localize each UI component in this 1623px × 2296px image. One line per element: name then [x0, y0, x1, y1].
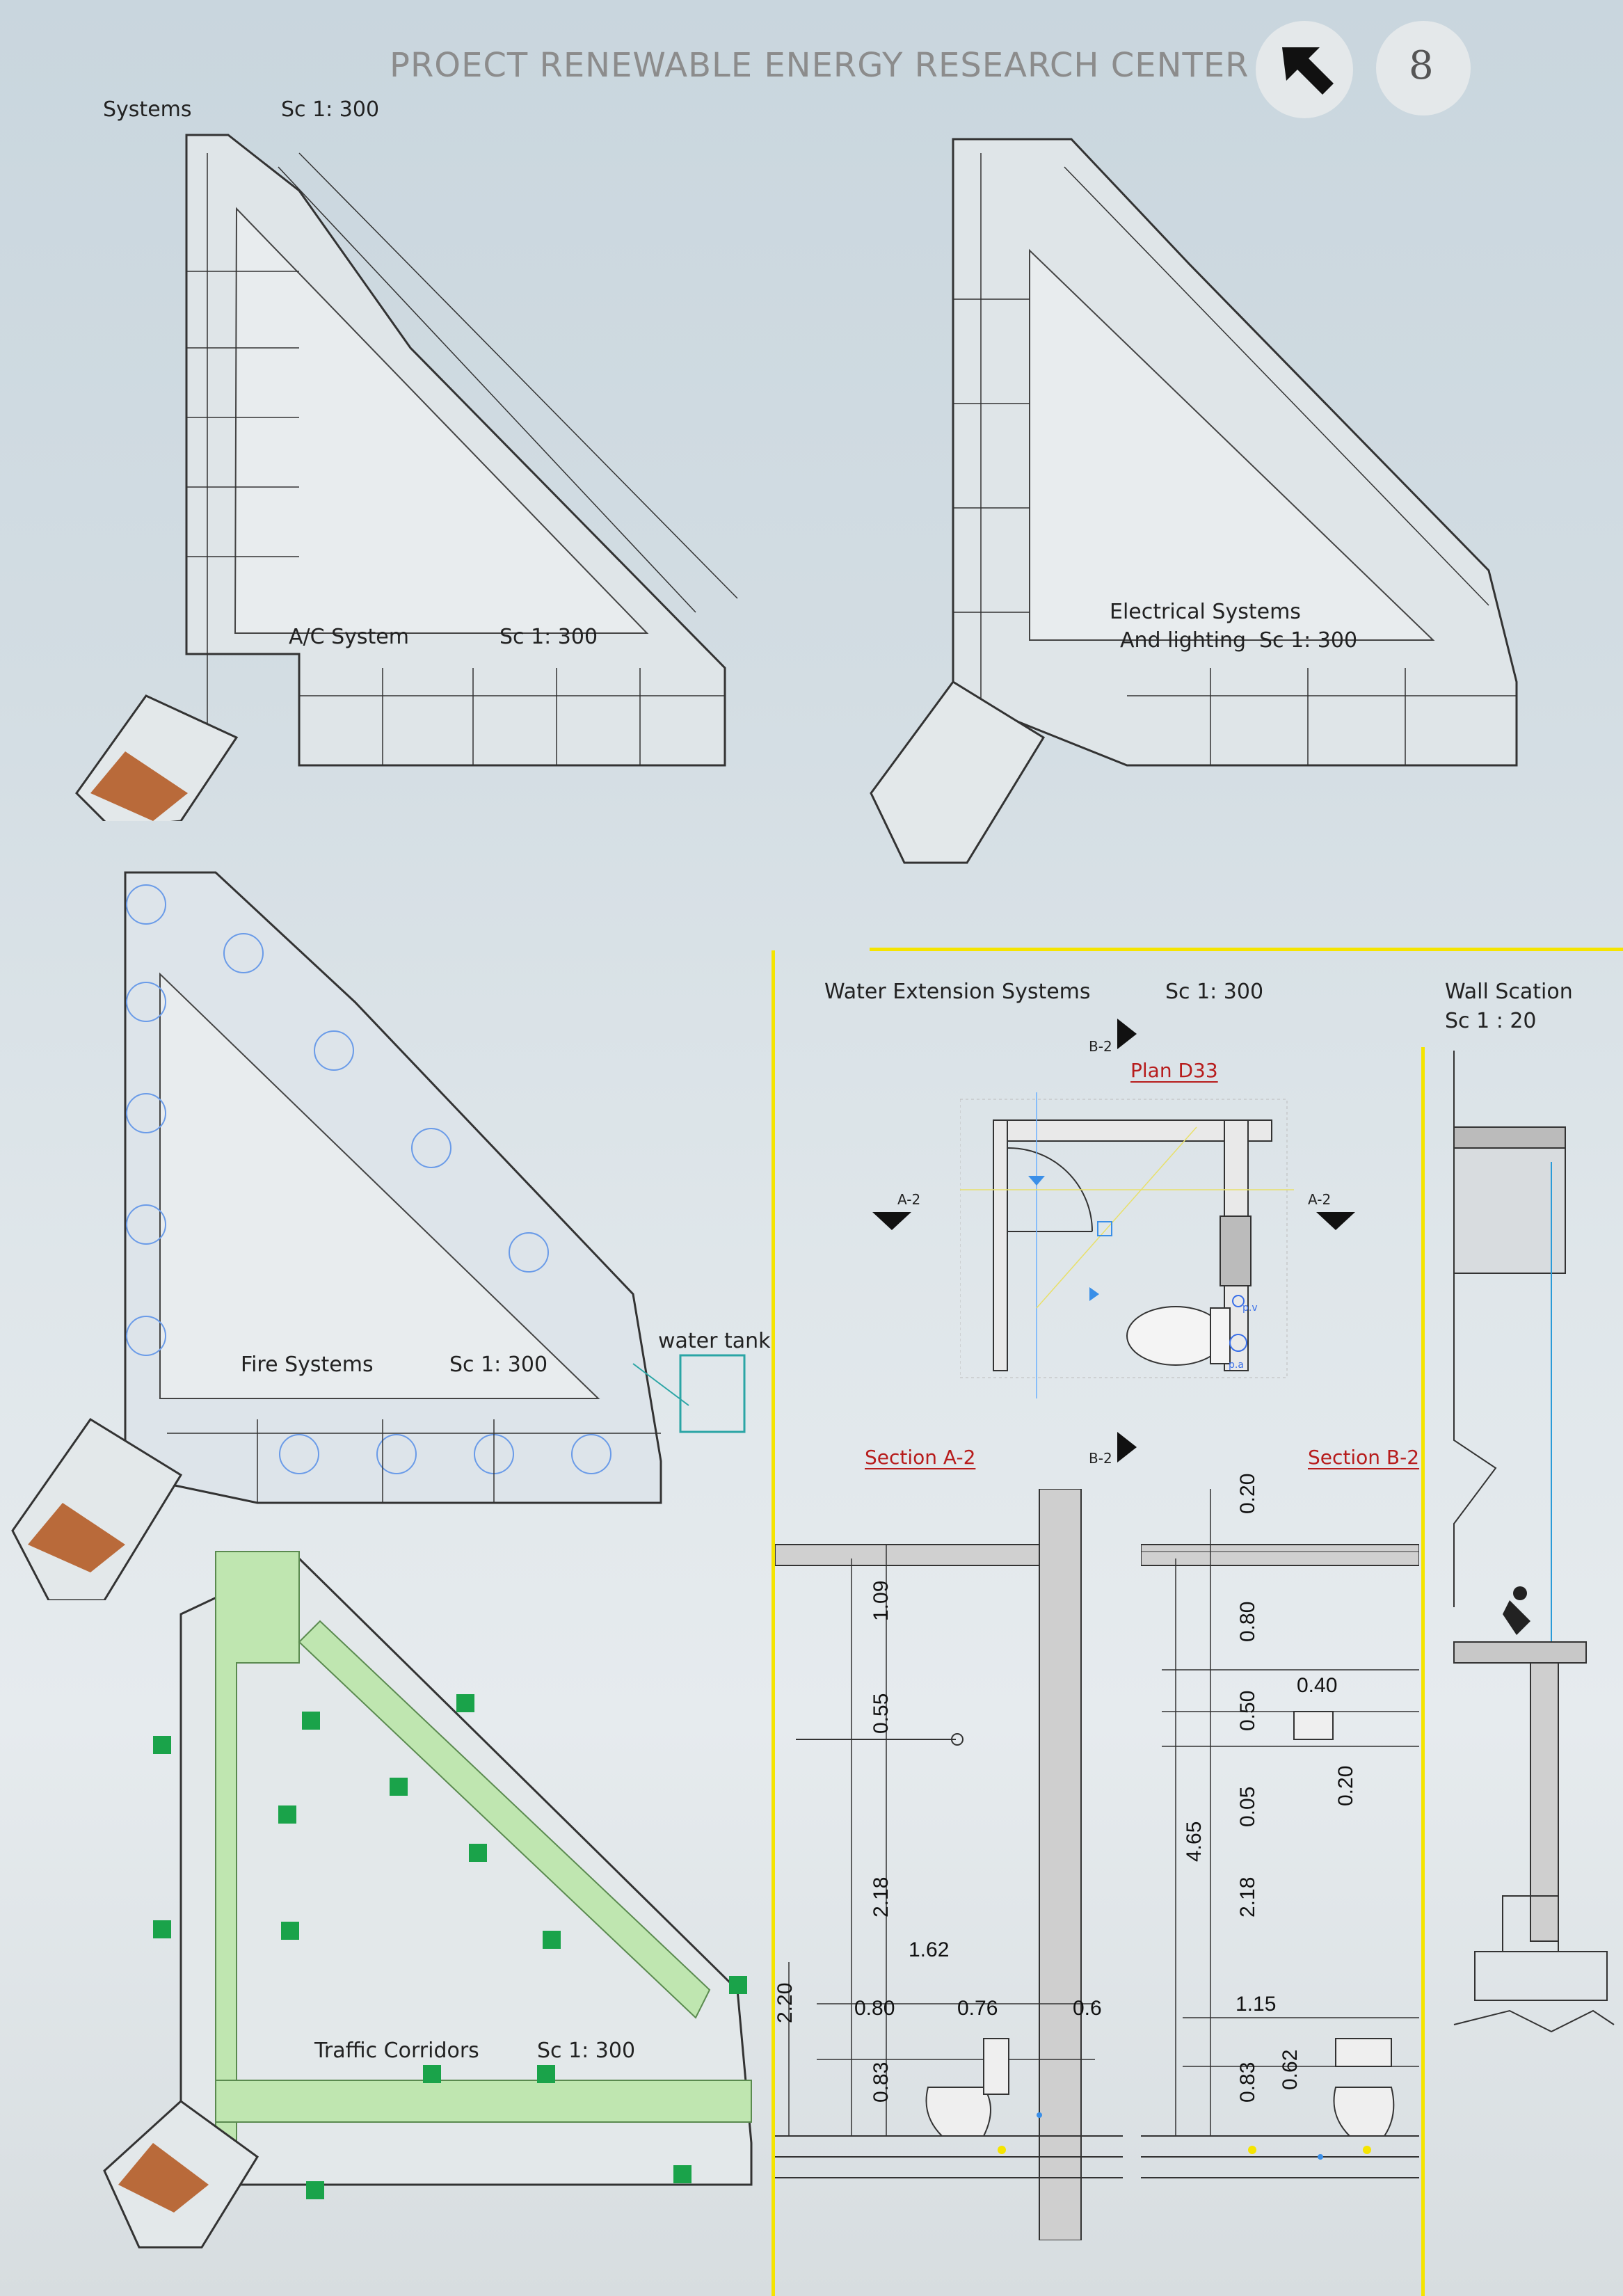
- water-tank-label: water tank: [658, 1329, 771, 1353]
- north-arrow-badge: [1256, 21, 1353, 118]
- section-a2-drawing: [775, 1489, 1123, 2240]
- marker-b2-bottom-label: B-2: [1089, 1450, 1112, 1467]
- traffic-corridors-plan: [103, 1551, 753, 2249]
- plan-d33-title: Plan D33: [1130, 1059, 1218, 1082]
- traffic-corridors-label: Traffic Corridors: [314, 2039, 479, 2063]
- panel-divider: [1421, 1047, 1425, 2296]
- dim-a-2-20: 2.20: [774, 1982, 797, 2023]
- ac-system-plan: [75, 134, 738, 821]
- marker-a2-right-icon: [1316, 1212, 1355, 1230]
- dim-b-0-83: 0.83: [1236, 2062, 1259, 2103]
- ac-system-label: A/C System: [289, 625, 409, 649]
- dim-b-0-62: 0.62: [1279, 2049, 1302, 2090]
- page-number-badge: [1376, 21, 1471, 115]
- marker-a2-right-label: A-2: [1308, 1191, 1332, 1208]
- electrical-plan: [870, 138, 1518, 864]
- dim-b-0-20-top: 0.20: [1236, 1473, 1259, 1514]
- north-arrow-icon: [1282, 47, 1334, 95]
- marker-a2-left-label: A-2: [897, 1191, 921, 1208]
- dim-b-0-40: 0.40: [1297, 1674, 1338, 1697]
- dim-b-0-05: 0.05: [1236, 1786, 1259, 1827]
- dim-a-0-76: 0.76: [957, 1997, 998, 2020]
- dim-a-1-62: 1.62: [909, 1938, 950, 1961]
- dim-b-0-80: 0.80: [1236, 1601, 1259, 1642]
- plan-d33-drawing: [960, 1092, 1294, 1398]
- marker-b2-top-label: B-2: [1089, 1038, 1112, 1055]
- traffic-corridors-scale: Sc 1: 300: [537, 2039, 636, 2063]
- fixture-pv-label: p.v: [1242, 1302, 1258, 1314]
- dim-a-0-6: 0.6: [1073, 1997, 1102, 2020]
- fire-systems-scale: Sc 1: 300: [449, 1353, 548, 1377]
- dim-b-1-15: 1.15: [1236, 1993, 1277, 2016]
- section-b2-drawing: [1141, 1489, 1419, 2178]
- dim-b-0-50: 0.50: [1236, 1690, 1259, 1731]
- dim-a-0-55: 0.55: [870, 1693, 893, 1734]
- dim-a-2-18: 2.18: [870, 1876, 893, 1918]
- dim-a-0-80: 0.80: [854, 1997, 895, 2020]
- ac-system-scale: Sc 1: 300: [499, 625, 598, 649]
- marker-b2-bottom-icon: [1117, 1432, 1137, 1462]
- water-extension-scale: Sc 1: 300: [1165, 980, 1264, 1004]
- dim-a-1-09: 1.09: [870, 1580, 893, 1621]
- wall-section-scale: Sc 1 : 20: [1445, 1009, 1537, 1033]
- dim-b-2-18: 2.18: [1236, 1876, 1259, 1918]
- panel-frame-top: [870, 948, 1623, 951]
- wall-section-drawing: [1453, 1051, 1615, 2033]
- systems-label: Systems: [103, 97, 192, 122]
- section-b2-title: Section B-2: [1308, 1446, 1420, 1469]
- systems-scale: Sc 1: 300: [281, 97, 380, 122]
- electrical-label-line2: And lighting: [1120, 628, 1246, 653]
- water-extension-label: Water Extension Systems: [824, 980, 1091, 1004]
- dim-b-4-65: 4.65: [1183, 1821, 1206, 1862]
- fire-systems-plan: [11, 871, 746, 1600]
- electrical-scale: Sc 1: 300: [1259, 628, 1358, 653]
- section-a2-title: Section A-2: [865, 1446, 976, 1469]
- dim-a-0-83: 0.83: [870, 2062, 893, 2103]
- page-number: 8: [1409, 43, 1434, 88]
- wall-section-label: Wall Scation: [1445, 980, 1573, 1004]
- dim-b-0-20-right: 0.20: [1334, 1765, 1357, 1806]
- marker-b2-top-icon: [1117, 1019, 1137, 1049]
- fire-systems-label: Fire Systems: [241, 1353, 374, 1377]
- page-title: PROECT RENEWABLE ENERGY RESEARCH CENTER …: [390, 46, 1272, 85]
- fixture-pa-label: p.a: [1229, 1360, 1244, 1371]
- panel-frame-left: [771, 950, 775, 2296]
- electrical-label-line1: Electrical Systems: [1110, 600, 1301, 624]
- marker-a2-left-icon: [872, 1212, 911, 1230]
